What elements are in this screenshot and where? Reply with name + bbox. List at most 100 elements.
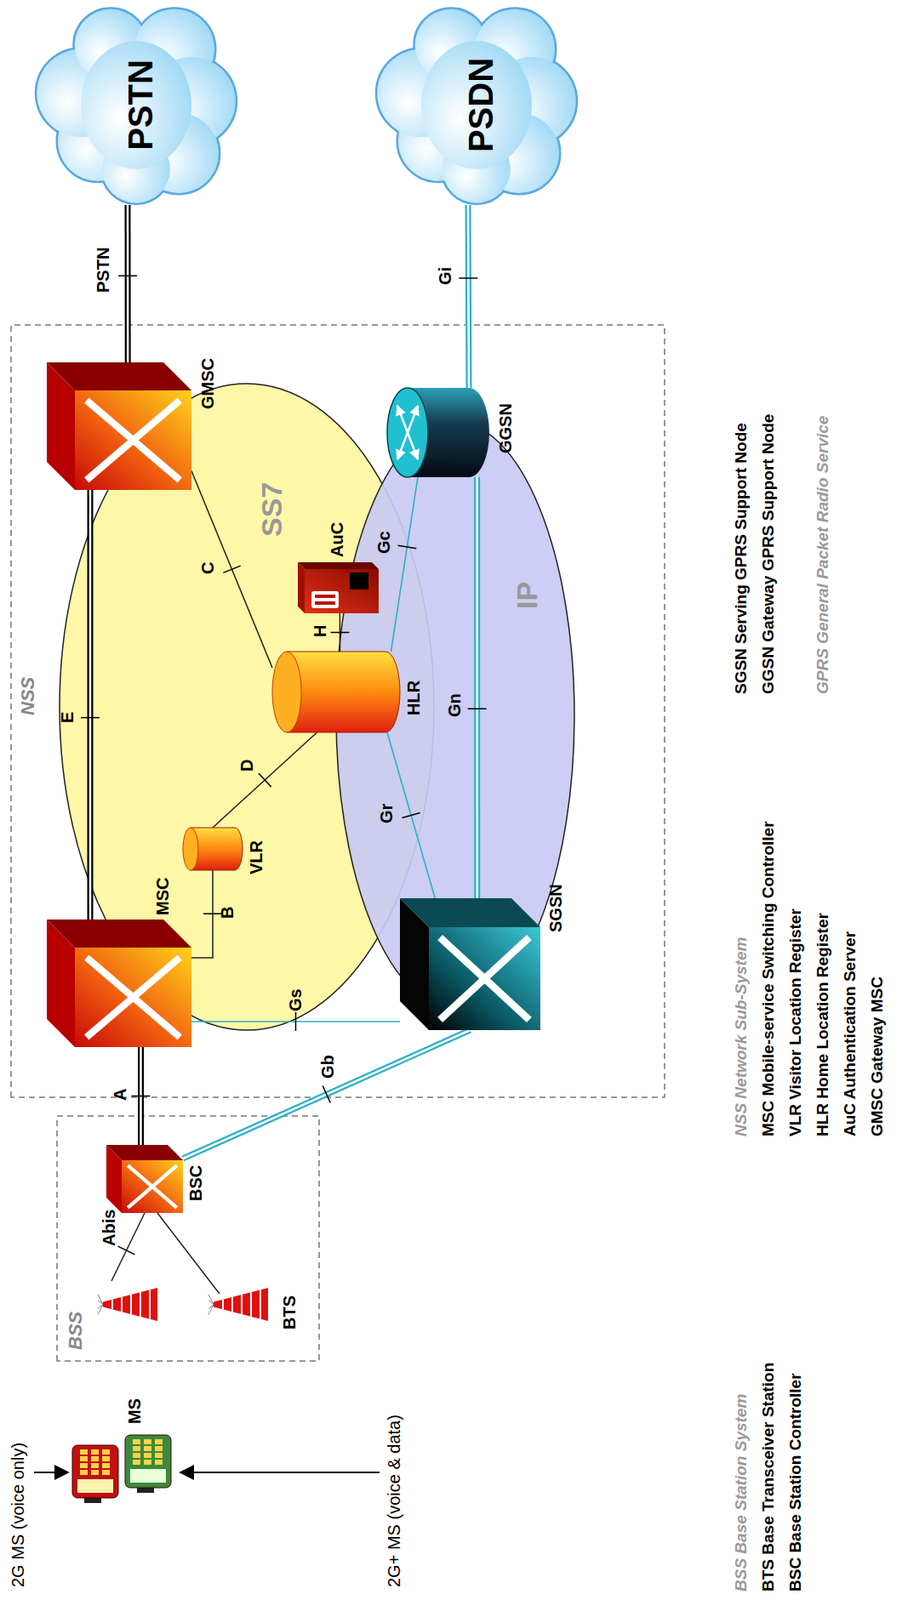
legend-text: GGSN Gateway GPRS Support Node xyxy=(759,414,778,695)
cube-cross xyxy=(86,400,181,481)
node-label: SS7 xyxy=(255,482,289,537)
tower-mast xyxy=(102,1288,158,1322)
node-label: BTS xyxy=(279,1295,300,1331)
interface-label: C xyxy=(198,562,217,575)
node-shape xyxy=(399,898,541,1031)
link-line xyxy=(468,205,469,389)
switch-cube: BSC xyxy=(106,1145,183,1214)
node-shape xyxy=(297,562,379,614)
server-slot xyxy=(314,594,336,599)
interface-label: Gr xyxy=(376,804,396,824)
node-label: MSC xyxy=(153,878,173,916)
phone-key xyxy=(154,1446,163,1452)
phone-screen xyxy=(130,1469,166,1484)
link-line xyxy=(87,490,94,920)
interface-label: B xyxy=(217,907,237,920)
link-gap xyxy=(475,477,479,899)
interface-label: H xyxy=(310,625,330,638)
cylinder-top xyxy=(182,827,199,871)
node-label: IP xyxy=(510,582,544,610)
link-gap xyxy=(126,205,130,363)
node-shape xyxy=(182,827,243,871)
cube-front xyxy=(121,1160,183,1214)
interface-link xyxy=(80,490,100,920)
node-shape xyxy=(272,651,400,733)
legend-text: HLR Home Location Register xyxy=(813,913,833,1137)
interface-label: Abis xyxy=(99,1210,119,1247)
cube-side xyxy=(106,1145,183,1161)
cube-cross xyxy=(86,400,181,481)
tower-antenna xyxy=(208,1305,214,1310)
interface-label: E xyxy=(57,712,77,724)
node-label: BSC xyxy=(186,1165,206,1202)
node-label: SGSN xyxy=(546,884,566,933)
interface-link xyxy=(212,732,318,828)
server-front xyxy=(304,569,379,614)
legend-text: BSC Base Station Controller xyxy=(786,1373,805,1593)
tower-stripe xyxy=(130,1295,132,1315)
phone-key xyxy=(154,1460,163,1466)
phone-key xyxy=(91,1463,99,1469)
interface-link xyxy=(131,1047,151,1146)
phone-key xyxy=(132,1460,141,1466)
phone-body xyxy=(72,1445,119,1499)
cube-side xyxy=(46,362,192,391)
router-top xyxy=(387,388,429,478)
tower-antenna xyxy=(97,1305,103,1316)
interface-label: Gs xyxy=(285,988,305,1012)
note-text: 2G MS (voice only) xyxy=(8,1443,29,1588)
phone-key xyxy=(91,1450,99,1456)
tower-stripe xyxy=(111,1300,114,1311)
router-node: GGSN xyxy=(387,388,490,478)
tower-mast xyxy=(213,1288,269,1322)
phone-key xyxy=(91,1456,99,1462)
interface-link xyxy=(468,477,487,899)
phone-key xyxy=(132,1439,141,1445)
interface-link xyxy=(458,205,478,389)
node-label: VLR xyxy=(246,840,267,875)
node-shape xyxy=(72,1430,175,1508)
router-arrow xyxy=(397,405,418,460)
group-box: NSSSS7MSCVLRHLRAuCGMSCIPGGSNSGSN xyxy=(10,324,666,1099)
switch-cube: SGSN xyxy=(399,898,541,1031)
interface-tick xyxy=(398,545,417,549)
node-label: MS xyxy=(125,1398,145,1425)
interface-tick xyxy=(458,277,478,280)
tower-antenna xyxy=(97,1295,103,1306)
link-line xyxy=(212,732,318,828)
link-gap xyxy=(182,1030,471,1159)
cube-cross xyxy=(127,1165,177,1209)
phone-node: MS xyxy=(72,1430,175,1508)
pointer-arrow xyxy=(34,1472,69,1474)
tower-stripe xyxy=(259,1290,262,1319)
dashed-outline xyxy=(57,1116,320,1362)
tower-antenna xyxy=(97,1305,103,1310)
interface-tick xyxy=(402,812,421,818)
phone-body xyxy=(125,1435,172,1489)
database-cylinder: VLR xyxy=(182,827,243,871)
database-cylinder: HLR xyxy=(272,651,400,733)
phone-key xyxy=(102,1470,110,1476)
link-line xyxy=(473,477,480,899)
phone-key xyxy=(143,1439,152,1445)
node-label: PSDN xyxy=(374,5,588,206)
interface-link xyxy=(191,870,223,959)
cylinder-body xyxy=(286,651,400,733)
phone-key xyxy=(79,1463,88,1469)
node-label: NSS xyxy=(17,677,40,716)
interface-tick xyxy=(131,1096,151,1098)
phone-key xyxy=(132,1453,141,1459)
link-line xyxy=(125,205,132,363)
switch-cube: MSC xyxy=(46,919,192,1048)
cube-front xyxy=(428,927,541,1031)
tower-antenna xyxy=(208,1305,214,1316)
interface-label: Gc xyxy=(374,530,394,554)
tower-stripe xyxy=(250,1292,252,1318)
tower-antenna xyxy=(208,1295,214,1306)
group-box: BSS BTS BSC xyxy=(56,1115,320,1363)
pointer-arrow xyxy=(180,1472,380,1474)
interface-tick xyxy=(330,632,349,634)
node-label: BSS xyxy=(64,1312,87,1351)
network-cloud: PSDN xyxy=(374,5,588,206)
